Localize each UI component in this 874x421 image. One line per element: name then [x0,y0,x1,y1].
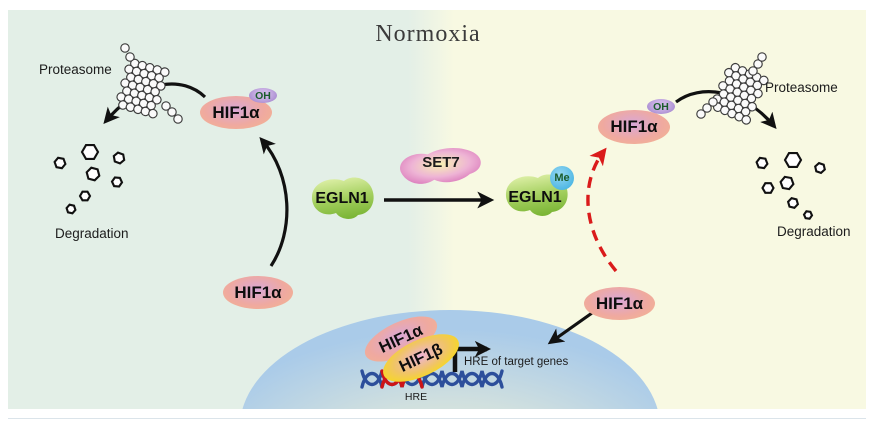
degradation-fragment-left [110,176,124,188]
degradation-fragment-left [80,144,100,160]
degradation-fragment-right [761,182,775,194]
set7-label: SET7 [422,154,460,171]
proteasome-label-left: Proteasome [39,62,112,77]
degradation-fragment-right [783,152,803,168]
oh-modification-left: OH [249,88,277,103]
condition-title: Normoxia [375,21,481,47]
egln1-label-right: EGLN1 [508,189,562,206]
hif1a-protein-left: HIF1α [223,276,293,309]
degradation-fragment-right [814,161,826,175]
arrow-hif-cycle-left [259,136,289,267]
degradation-label-right: Degradation [777,224,851,239]
set7-enzyme [400,147,481,184]
degradation-fragment-left [65,203,77,215]
hre-label: HRE [404,391,428,403]
degradation-fragment-left [85,166,101,182]
nucleus-body [242,310,658,409]
degradation-fragment-right [779,175,795,191]
degradation-label-left: Degradation [55,226,129,241]
proteasome-left [116,58,170,119]
oh-modification-right: OH [647,99,675,114]
degradation-fragment-right [802,210,814,220]
me-methyl-mark: Me [550,166,574,190]
degradation-fragment-right [786,197,800,209]
egln1-enzyme-left [311,177,374,219]
arrow-hif-to-nucleus [547,311,593,345]
egln1-label-left: EGLN1 [315,190,369,207]
proteasomes-and-hexagons [53,43,826,220]
degradation-fragment-left [53,156,67,170]
degradation-fragment-left [112,151,126,165]
proteasome-label-right: Proteasome [765,80,838,95]
hre-target-genes-label: HRE of target genes [464,356,569,368]
degradation-fragment-right [755,156,769,170]
hif1a-protein-right: HIF1α [584,287,655,320]
bottom-edge-line [8,418,866,419]
degradation-fragment-left [78,190,92,202]
arrow-blocked-hydroxylation-red-dashed [586,147,618,273]
hif1a-hydroxylated-right: HIF1α [598,110,670,144]
